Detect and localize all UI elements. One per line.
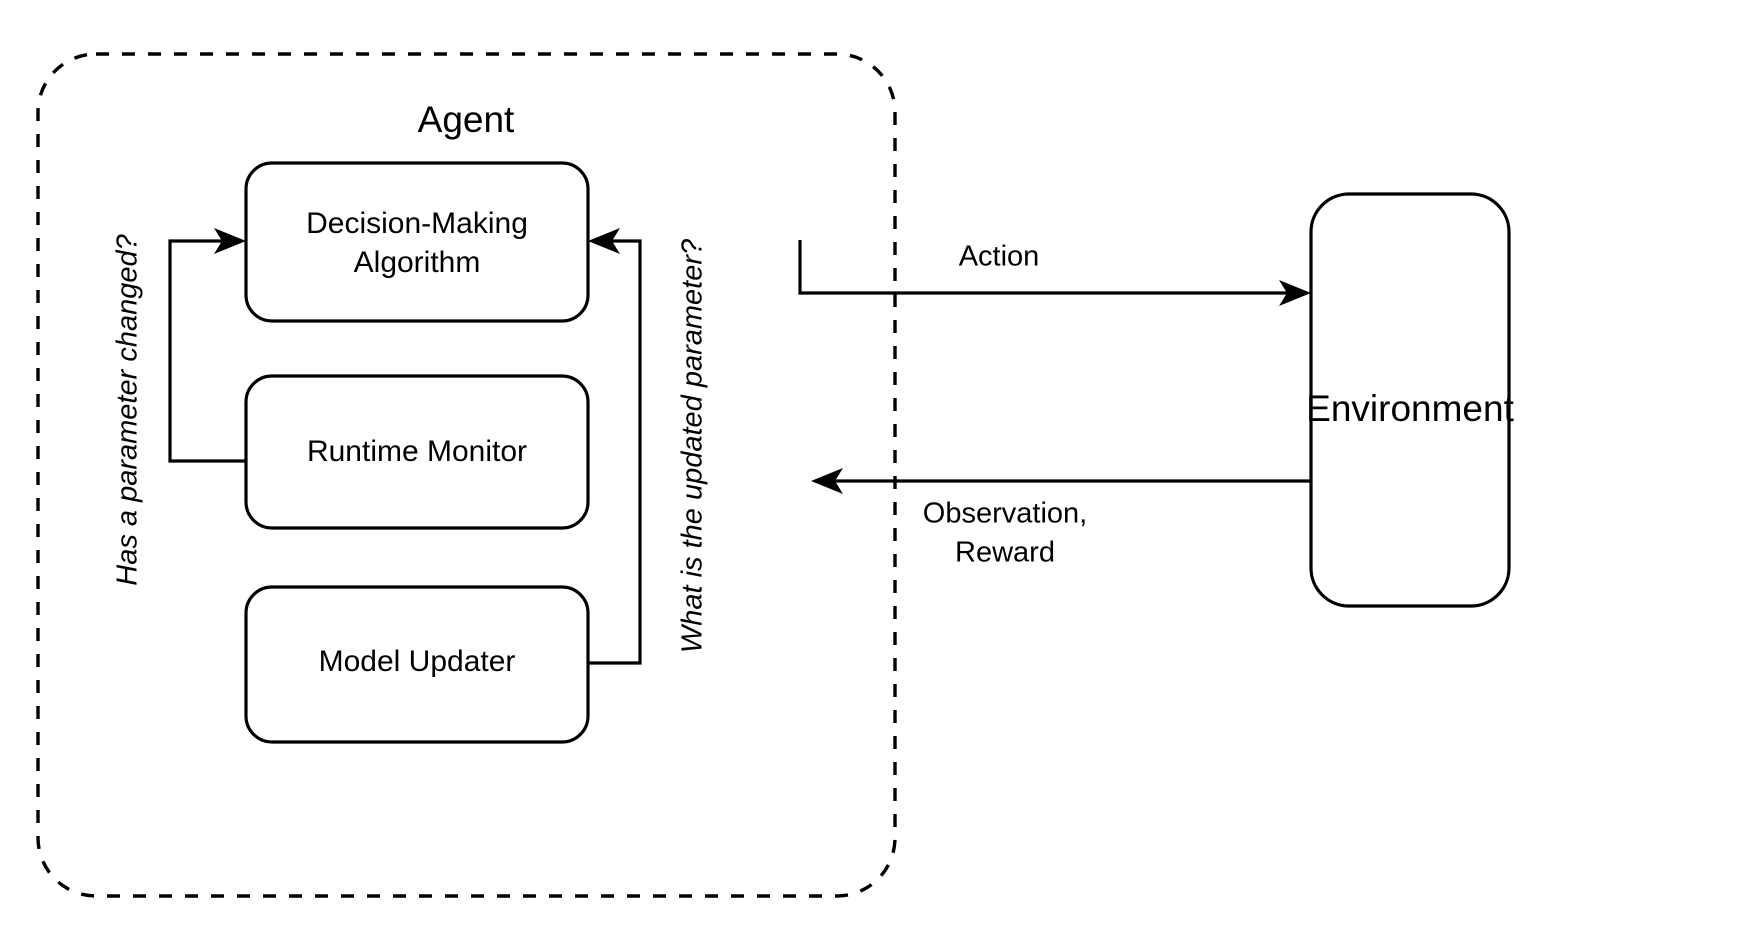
node-runtime-monitor[interactable]	[244, 374, 590, 530]
node-environment[interactable]	[1309, 192, 1511, 608]
node-environment-label: Environment	[1306, 388, 1514, 429]
arrowhead-updater-to-decision	[588, 228, 620, 254]
edge-label-reward: Reward	[955, 537, 1055, 569]
edge-monitor-to-decision	[168, 239, 246, 463]
agent-boundary	[36, 52, 897, 898]
arrowhead-monitor-to-decision	[214, 228, 246, 254]
arrowhead-observation-reward	[811, 468, 843, 494]
arrowhead-action	[1279, 280, 1311, 306]
edge-label-has-parameter-changed: Has a parameter changed?	[112, 233, 144, 585]
edge-action	[798, 240, 1293, 295]
node-decision-making-algorithm[interactable]	[244, 161, 590, 323]
node-decision-making-algorithm-label-line2: Algorithm	[354, 246, 481, 279]
edge-label-action: Action	[959, 241, 1040, 273]
edge-updater-to-decision	[588, 239, 642, 665]
node-model-updater-label: Model Updater	[319, 645, 516, 678]
node-decision-making-algorithm-label-line1: Decision-Making	[306, 207, 528, 240]
edge-label-what-is-updated-parameter: What is the updated parameter?	[677, 238, 709, 653]
agent-title: Agent	[418, 99, 515, 140]
edge-label-observation: Observation,	[923, 498, 1087, 530]
node-runtime-monitor-label: Runtime Monitor	[307, 435, 527, 468]
